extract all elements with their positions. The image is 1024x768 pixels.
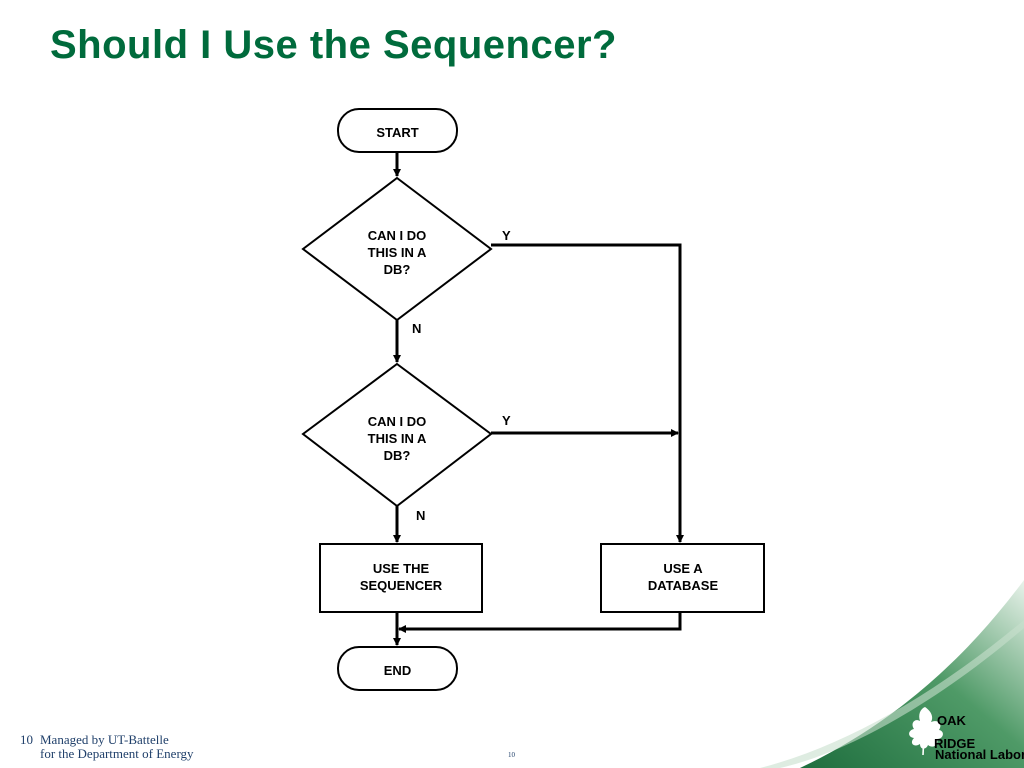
database-box: USE A DATABASE [600,543,765,613]
footer-department: for the Department of Energy [40,746,194,761]
decision1-line1: CAN I DO [368,228,427,243]
sequencer-line1: USE THE [373,561,430,576]
end-label: END [384,663,411,678]
sequencer-box: USE THE SEQUENCER [319,543,483,613]
logo-line2: RIDGE [934,736,976,751]
decision1-yes-label: Y [502,228,511,243]
decision2-line2: THIS IN A [368,431,427,446]
end-terminal: END [337,646,458,691]
database-line1: USE A [663,561,703,576]
center-page-number: 10 [508,751,515,759]
corner-swoosh [800,580,1024,768]
start-label: START [376,125,418,140]
footer-managed-by: Managed by UT-Battelle [40,732,169,747]
decision2-yes-label: Y [502,413,511,428]
decision1-line3: DB? [384,262,411,277]
decision1-no-label: N [412,321,421,336]
decision-1: CAN I DO THIS IN A DB? [301,176,493,322]
database-line2: DATABASE [648,578,719,593]
start-terminal: START [337,108,458,153]
decision2-line1: CAN I DO [368,414,427,429]
arrow-database-to-merge [398,612,682,633]
arrow-decision1-yes [491,243,684,543]
logo-line3: National Laboratory [935,747,1024,762]
decision1-line2: THIS IN A [368,245,427,260]
page-number: 10 [20,732,33,747]
sequencer-line2: SEQUENCER [360,578,443,593]
logo-line1: OAK [937,713,967,728]
decision2-no-label: N [416,508,425,523]
page-title: Should I Use the Sequencer? [50,23,617,67]
oak-leaf-icon [909,707,943,756]
decision2-line3: DB? [384,448,411,463]
